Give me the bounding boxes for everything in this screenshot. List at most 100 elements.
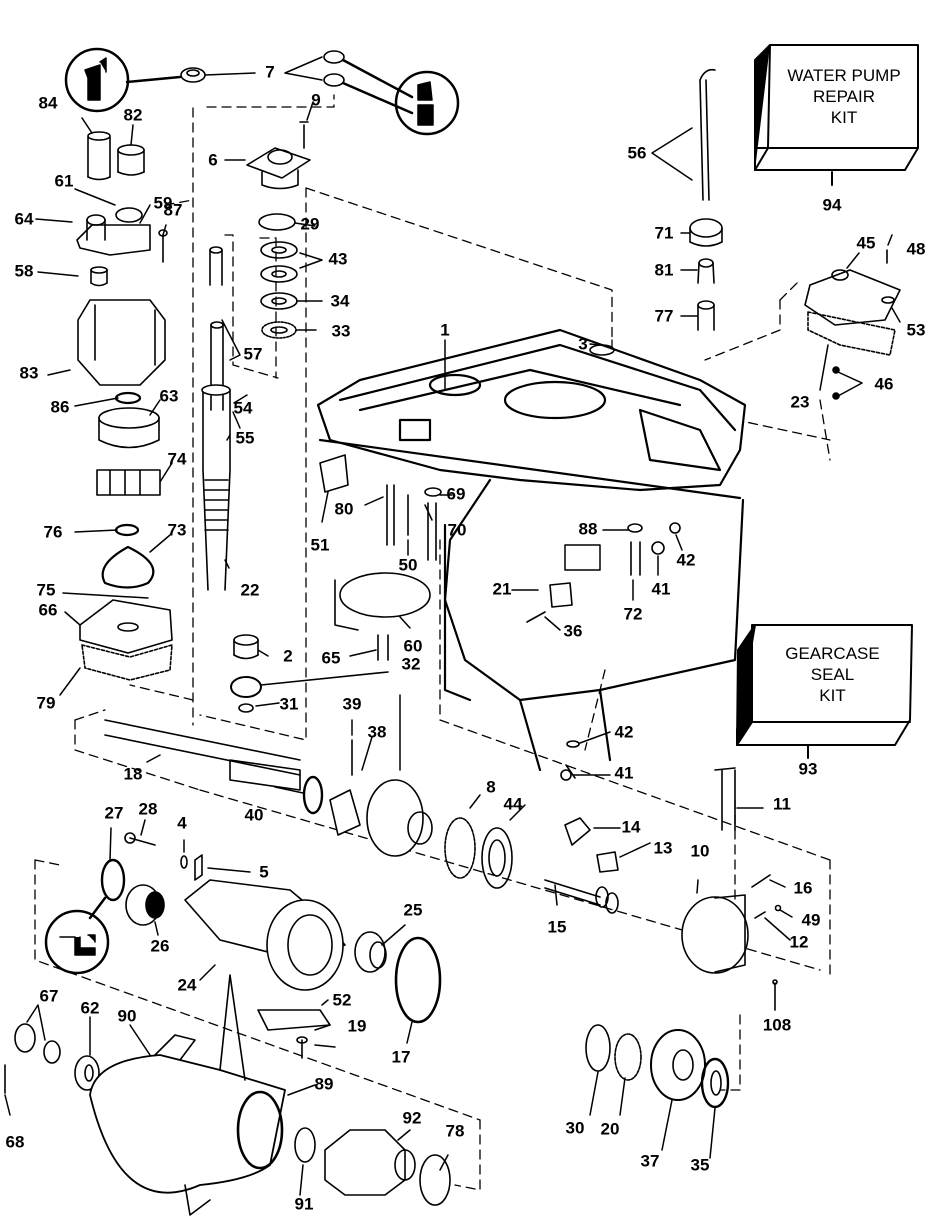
callout-19: 19 xyxy=(347,1016,367,1036)
callout-20: 20 xyxy=(600,1119,620,1139)
callout-43: 43 xyxy=(328,249,348,269)
callout-74: 74 xyxy=(167,449,187,469)
callout-87: 87 xyxy=(163,200,183,220)
kit-93-line-1: GEARCASE xyxy=(785,644,880,663)
callout-9: 9 xyxy=(311,90,321,110)
callout-84: 84 xyxy=(38,93,58,113)
callout-32: 32 xyxy=(401,654,421,674)
callout-52: 52 xyxy=(332,990,352,1010)
part-7-seal-b xyxy=(323,50,345,64)
callout-38: 38 xyxy=(367,722,387,742)
callout-60: 60 xyxy=(403,636,423,656)
callout-2: 2 xyxy=(283,646,293,666)
leader-lines xyxy=(4,56,901,1196)
callout-80: 80 xyxy=(334,499,354,519)
callout-17: 17 xyxy=(391,1047,411,1067)
callout-76: 76 xyxy=(43,522,63,542)
callout-37: 37 xyxy=(640,1151,660,1171)
callout-59: 59 xyxy=(153,193,173,213)
callout-70: 70 xyxy=(447,520,467,540)
water-pump-kit-box xyxy=(754,44,919,186)
callout-93: 93 xyxy=(798,759,818,779)
callout-62: 62 xyxy=(80,998,100,1018)
callout-79: 79 xyxy=(36,693,56,713)
callout-21: 21 xyxy=(492,579,512,599)
callout-7: 7 xyxy=(265,62,275,82)
callout-90: 90 xyxy=(117,1006,137,1026)
callout-48: 48 xyxy=(906,239,926,259)
callout-66: 66 xyxy=(38,600,58,620)
callout-39: 39 xyxy=(342,694,362,714)
callout-41-upper: 41 xyxy=(651,579,671,599)
kit-93-line-2: SEAL xyxy=(810,665,855,684)
callout-40: 40 xyxy=(244,805,264,825)
callout-16: 16 xyxy=(793,878,813,898)
callout-35: 35 xyxy=(690,1155,710,1175)
callout-54: 54 xyxy=(233,398,253,418)
sealant-icon-bottom-left xyxy=(44,896,110,975)
kit-93-line-3: KIT xyxy=(819,686,846,705)
callout-91: 91 xyxy=(294,1194,314,1214)
callout-26: 26 xyxy=(150,936,170,956)
callout-31: 31 xyxy=(279,694,299,714)
callout-33: 33 xyxy=(331,321,351,341)
callout-57: 57 xyxy=(243,344,263,364)
callout-30: 30 xyxy=(565,1118,585,1138)
callout-36: 36 xyxy=(563,621,583,641)
callout-49: 49 xyxy=(801,910,821,930)
callout-41-lower: 41 xyxy=(614,763,634,783)
callout-3: 3 xyxy=(578,334,588,354)
callout-92: 92 xyxy=(402,1108,422,1128)
callout-24: 24 xyxy=(177,975,197,995)
callout-5: 5 xyxy=(259,862,269,882)
callout-81: 81 xyxy=(654,260,674,280)
sealant-icon-top-right xyxy=(341,58,460,136)
callout-69: 69 xyxy=(446,484,466,504)
callout-10: 10 xyxy=(690,841,710,861)
callout-108: 108 xyxy=(762,1015,792,1035)
callout-82: 82 xyxy=(123,105,143,125)
callout-51: 51 xyxy=(310,535,330,555)
callout-18: 18 xyxy=(123,764,143,784)
callout-12: 12 xyxy=(789,932,809,952)
callout-65: 65 xyxy=(321,648,341,668)
callout-56: 56 xyxy=(627,143,647,163)
callout-34: 34 xyxy=(330,291,350,311)
callout-11: 11 xyxy=(773,794,791,814)
callout-50: 50 xyxy=(398,555,418,575)
callout-61: 61 xyxy=(54,171,74,191)
callout-29: 29 xyxy=(300,214,320,234)
kit-94-line-3: KIT xyxy=(830,108,858,127)
callout-4: 4 xyxy=(177,813,187,833)
callout-22: 22 xyxy=(240,580,260,600)
callout-46: 46 xyxy=(874,374,894,394)
part-7-seal-c xyxy=(323,73,345,87)
gearcase-housing xyxy=(316,328,747,772)
callout-94: 94 xyxy=(822,195,842,215)
callout-63: 63 xyxy=(159,386,179,406)
callout-55: 55 xyxy=(235,428,255,448)
callout-83: 83 xyxy=(19,363,39,383)
kit-94-line-2: REPAIR xyxy=(812,87,876,106)
callout-73: 73 xyxy=(167,520,187,540)
callout-44: 44 xyxy=(503,794,523,814)
callout-15: 15 xyxy=(547,917,567,937)
callout-27: 27 xyxy=(104,803,124,823)
callout-14: 14 xyxy=(621,817,641,837)
callout-53: 53 xyxy=(906,320,926,340)
sealant-icon-top-left xyxy=(64,47,182,113)
callout-86: 86 xyxy=(50,397,70,417)
callout-75: 75 xyxy=(36,580,56,600)
callout-67: 67 xyxy=(39,986,59,1006)
callout-77: 77 xyxy=(654,306,674,326)
gearcase-seal-kit-box xyxy=(736,624,913,759)
callout-42-lower: 42 xyxy=(614,722,634,742)
kit-94-line-1: WATER PUMP xyxy=(787,66,901,85)
parts xyxy=(4,50,901,1216)
callout-68: 68 xyxy=(5,1132,25,1152)
callout-25: 25 xyxy=(403,900,423,920)
callout-58: 58 xyxy=(14,261,34,281)
callout-88: 88 xyxy=(578,519,598,539)
callout-71: 71 xyxy=(654,223,674,243)
